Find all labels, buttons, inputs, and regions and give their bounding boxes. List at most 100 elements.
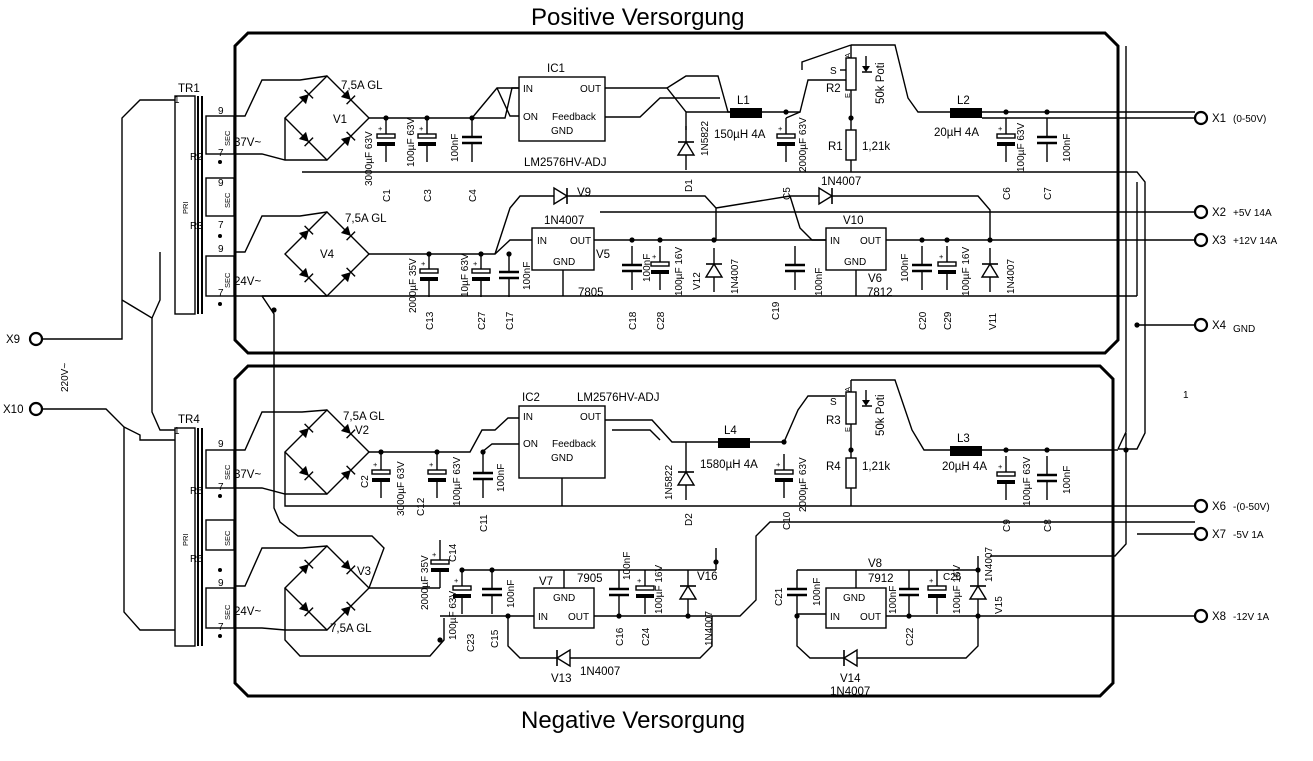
svg-text:100µF 63V: 100µF 63V	[1022, 457, 1033, 506]
svg-text:R5: R5	[190, 486, 203, 497]
cap-c14: 2000µF 35V C14	[420, 543, 459, 610]
svg-text:2000µF 35V: 2000µF 35V	[408, 258, 419, 313]
diode-d2: 1N5822 D2	[664, 455, 695, 526]
svg-text:C4: C4	[468, 189, 479, 202]
inductor-l2: L2 20µH 4A	[934, 95, 982, 139]
regulator-v6: IN OUT GND V6 7812	[825, 227, 893, 299]
terminal-x7[interactable]	[1193, 526, 1209, 542]
svg-text:D1: D1	[684, 179, 695, 192]
svg-text:24V~: 24V~	[234, 276, 261, 288]
svg-text:SEC: SEC	[223, 530, 232, 546]
svg-text:100nF: 100nF	[450, 134, 461, 162]
bridge-v1: 7,5A GL V1	[284, 75, 383, 161]
label-x10: X10	[3, 404, 23, 416]
terminal-x1[interactable]	[1193, 110, 1209, 126]
cap-c18: 100nF C18	[620, 244, 653, 330]
potentiometer-r2: A S E R2 50k Poti	[826, 45, 887, 118]
cap-c16: 100nF C16	[607, 552, 633, 646]
transformer-tr4: TR4 1 PRI SEC SEC SEC 9 7 9 7 R5 R6 37V~…	[174, 414, 261, 647]
svg-text:R6: R6	[190, 554, 203, 565]
svg-text:C14: C14	[448, 543, 459, 562]
svg-text:20µH 4A: 20µH 4A	[934, 127, 979, 139]
resistor-r4: R4 1,21k	[826, 450, 890, 506]
svg-text:+12V 14A: +12V 14A	[1233, 236, 1278, 247]
svg-text:ON: ON	[523, 439, 538, 450]
label-x9: X9	[6, 334, 20, 346]
svg-text:C24: C24	[641, 627, 652, 646]
svg-text:X7: X7	[1212, 529, 1226, 541]
cap-c28: 100µF 16V C28	[650, 245, 685, 330]
svg-text:7: 7	[218, 288, 224, 299]
svg-text:7: 7	[218, 148, 224, 159]
svg-text:C27: C27	[477, 311, 488, 330]
svg-text:9: 9	[218, 106, 224, 117]
cap-c19: 100nF C19	[771, 244, 825, 320]
diode-d1: 1N5822 D1	[677, 121, 711, 192]
potentiometer-r3: A S E R3 50k Poti	[826, 380, 887, 450]
svg-text:V16: V16	[697, 571, 717, 583]
terminal-x10[interactable]	[28, 401, 44, 417]
regulator-v7: GND IN OUT V7 7905	[533, 573, 603, 629]
svg-text:1N4007: 1N4007	[1006, 259, 1017, 294]
cap-c9: 100µF 63V C9	[996, 455, 1033, 532]
svg-text:100µF 16V: 100µF 16V	[674, 247, 685, 296]
svg-text:C1: C1	[382, 189, 393, 202]
svg-text:100µF 16V: 100µF 16V	[961, 247, 972, 296]
svg-text:GND: GND	[553, 593, 575, 604]
svg-text:V10: V10	[843, 215, 863, 227]
svg-text:R3: R3	[826, 415, 841, 427]
svg-text:1N4007: 1N4007	[704, 611, 715, 646]
cap-c8: 100nF C8	[1035, 454, 1073, 532]
svg-text:C8: C8	[1043, 519, 1054, 532]
mains-input: X9 X10 220V~	[3, 99, 175, 631]
inductor-l4: L4 1580µH 4A	[700, 425, 758, 471]
svg-text:C16: C16	[615, 627, 626, 646]
svg-text:150µH 4A: 150µH 4A	[714, 129, 766, 141]
svg-text:A: A	[843, 387, 852, 392]
svg-text:20µH 4A: 20µH 4A	[942, 461, 987, 473]
svg-text:7: 7	[218, 220, 224, 231]
svg-text:100nF: 100nF	[622, 552, 633, 580]
svg-text:2000µF 63V: 2000µF 63V	[798, 457, 809, 512]
svg-text:R2: R2	[826, 83, 841, 95]
svg-text:IN: IN	[523, 84, 533, 95]
svg-text:C26: C26	[943, 572, 962, 583]
svg-text:V13: V13	[551, 673, 571, 685]
svg-text:100nF: 100nF	[506, 580, 517, 608]
bridge-v4: 7,5A GL V4	[284, 211, 387, 297]
svg-text:7,5A GL: 7,5A GL	[330, 623, 372, 635]
diode-v11: 1N4007 V11	[981, 247, 1017, 330]
inductor-l1: L1 150µH 4A	[714, 95, 766, 141]
svg-text:R4: R4	[826, 461, 841, 473]
bridge-v3: V3 7,5A GL	[284, 545, 372, 635]
svg-text:GND: GND	[551, 453, 573, 464]
svg-text:100nF: 100nF	[1062, 466, 1073, 494]
svg-text:PRI: PRI	[181, 533, 190, 546]
terminal-x4[interactable]	[1193, 317, 1209, 333]
terminal-x6[interactable]	[1193, 498, 1209, 514]
svg-text:R2: R2	[190, 152, 203, 163]
svg-text:C15: C15	[490, 629, 501, 648]
svg-text:IN: IN	[830, 612, 840, 623]
svg-text:S: S	[830, 397, 837, 408]
svg-text:E: E	[843, 427, 852, 432]
svg-text:V1: V1	[333, 114, 347, 126]
inductor-l3: L3 20µH 4A	[942, 433, 987, 473]
svg-text:C18: C18	[628, 311, 639, 330]
svg-text:9: 9	[218, 244, 224, 255]
terminal-x3[interactable]	[1193, 232, 1209, 248]
svg-text:37V~: 37V~	[234, 469, 261, 481]
svg-text:S: S	[830, 66, 837, 77]
svg-text:100nF: 100nF	[900, 254, 911, 282]
bridge-v2: 7,5A GL V2	[284, 409, 385, 495]
svg-text:7: 7	[218, 622, 224, 633]
svg-text:1N4007: 1N4007	[821, 176, 861, 188]
output-terminals: X1 (0-50V) X2 +5V 14A X3 +12V 14A X4 GND…	[982, 110, 1278, 624]
terminal-x8[interactable]	[1193, 608, 1209, 624]
diode-v10: 1N4007 V10	[806, 176, 863, 227]
svg-text:100µF 63V: 100µF 63V	[452, 457, 463, 506]
svg-text:LM2576HV-ADJ: LM2576HV-ADJ	[524, 157, 606, 169]
svg-text:L2: L2	[957, 95, 970, 107]
terminal-x9[interactable]	[28, 331, 44, 347]
terminal-x2[interactable]	[1193, 204, 1209, 220]
